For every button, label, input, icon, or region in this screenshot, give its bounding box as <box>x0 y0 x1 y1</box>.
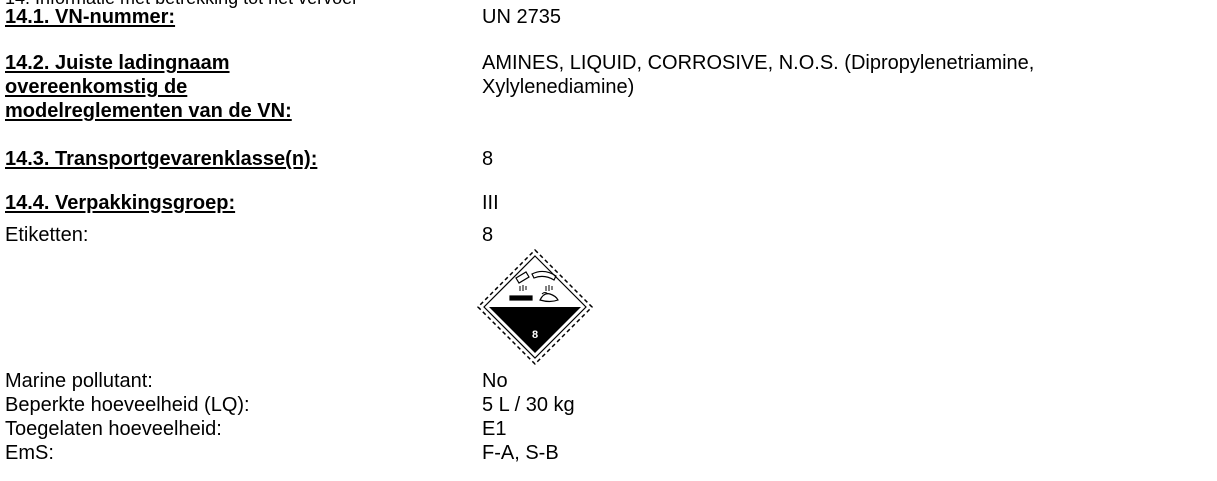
row-ems: EmS: F-A, S-B <box>5 441 1210 465</box>
un-number-label: 14.1. VN-nummer: <box>5 6 176 28</box>
ems-value: F-A, S-B <box>482 442 559 464</box>
shipping-name-label-text: 14.2. Juiste ladingnaam overeenkomstig d… <box>5 52 292 122</box>
labels-label: Etiketten: <box>5 224 89 246</box>
shipping-name-value: AMINES, LIQUID, CORROSIVE, N.O.S. (Dipro… <box>482 51 1217 99</box>
row-hazard-class: 14.3. Transportgevarenklasse(n): 8 <box>5 147 1210 171</box>
row-un-number: 14.1. VN-nummer: UN 2735 <box>5 5 1210 29</box>
un-number-value: UN 2735 <box>482 6 561 28</box>
hazard-class-value: 8 <box>482 148 494 170</box>
corrosive-pictogram: 8 <box>476 248 594 366</box>
marine-pollutant-label: Marine pollutant: <box>5 370 153 392</box>
hazard-class-label: 14.3. Transportgevarenklasse(n): <box>5 148 318 170</box>
labels-value: 8 <box>482 224 494 246</box>
packing-group-label: 14.4. Verpakkingsgroep: <box>5 192 236 214</box>
row-shipping-name: 14.2. Juiste ladingnaam overeenkomstig d… <box>5 51 1210 131</box>
excepted-quantity-label: Toegelaten hoeveelheid: <box>5 418 222 440</box>
corrosion-symbol-icon <box>509 270 559 303</box>
shipping-name-label: 14.2. Juiste ladingnaam overeenkomstig d… <box>5 51 445 123</box>
row-packing-group: 14.4. Verpakkingsgroep: III <box>5 191 1210 215</box>
limited-quantity-label: Beperkte hoeveelheid (LQ): <box>5 394 250 416</box>
pictogram-class-number: 8 <box>532 329 538 341</box>
corrosive-class-8-diamond-icon: 8 <box>476 248 594 366</box>
row-limited-quantity: Beperkte hoeveelheid (LQ): 5 L / 30 kg <box>5 393 1210 417</box>
limited-quantity-value: 5 L / 30 kg <box>482 394 575 416</box>
row-marine-pollutant: Marine pollutant: No <box>5 369 1210 393</box>
row-excepted-quantity: Toegelaten hoeveelheid: E1 <box>5 417 1210 441</box>
excepted-quantity-value: E1 <box>482 418 507 440</box>
marine-pollutant-value: No <box>482 370 508 392</box>
shipping-name-value-text: AMINES, LIQUID, CORROSIVE, N.O.S. (Dipro… <box>482 52 1035 98</box>
section-header-partial: 14. Informatie met betrekking tot het ve… <box>5 0 358 8</box>
packing-group-value: III <box>482 192 499 214</box>
ems-label: EmS: <box>5 442 54 464</box>
row-labels: Etiketten: 8 <box>5 223 1210 247</box>
